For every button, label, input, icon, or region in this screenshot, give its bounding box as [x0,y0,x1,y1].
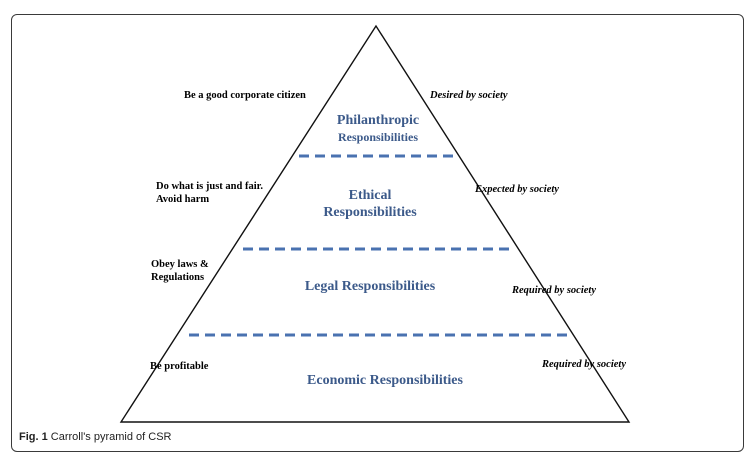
right-note-ethical: Expected by society [475,184,559,195]
left-note-legal-line1: Obey laws & [151,259,209,270]
left-note-philanthropic: Be a good corporate citizen [184,90,306,103]
layer-title-economic-line1: Economic Responsibilities [307,373,463,388]
layer-title-philanthropic-line2: Responsibilities [337,129,418,144]
figure-caption: Fig. 1 Carroll's pyramid of CSR [19,431,171,443]
right-note-legal: Required by society [512,285,596,296]
figure-caption-label: Fig. 1 [19,431,48,443]
left-note-legal-line2: Regulations [151,271,205,283]
pyramid-outline [119,24,631,423]
figure-caption-text: Carroll's pyramid of CSR [50,431,172,443]
layer-title-economic: Economic Responsibilities [290,373,480,390]
left-note-ethical-line2: Avoid harm [156,193,210,205]
layer-title-philanthropic-line1: Philanthropic [336,113,420,128]
layer-title-philanthropic: Philanthropic Responsibilities [318,113,438,144]
left-note-economic-line1: Be profitable [150,361,209,372]
layer-title-ethical-line2: Responsibilities [323,204,417,220]
figure-frame [11,14,744,452]
left-note-ethical-line1: Do what is just and fair. [156,181,263,192]
layer-title-ethical: Ethical Responsibilities [305,188,435,222]
layer-title-ethical-line1: Ethical [348,188,392,203]
left-note-philanthropic-line1: Be a good corporate citizen [184,90,306,101]
layer-title-legal-line1: Legal Responsibilities [304,279,436,294]
right-note-economic: Required by society [542,359,626,370]
left-note-economic: Be profitable [150,361,208,374]
left-note-legal: Obey laws & Regulations [151,259,209,284]
layer-title-legal: Legal Responsibilities [285,279,455,296]
left-note-ethical: Do what is just and fair. Avoid harm [156,181,263,206]
right-note-philanthropic: Desired by society [430,90,508,101]
